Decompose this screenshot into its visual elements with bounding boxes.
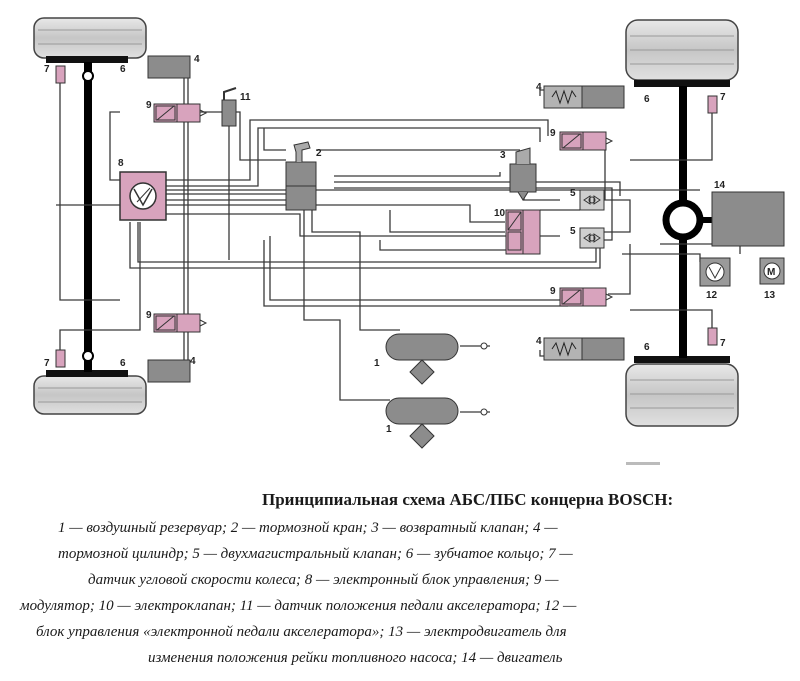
label-9-rl: 9 — [146, 310, 152, 321]
rear-left-wheel — [33, 370, 147, 415]
label-7-fl: 7 — [44, 64, 50, 75]
label-2: 2 — [316, 148, 322, 159]
caption-line-4: модулятор; 10 — электроклапан; 11 — датч… — [20, 598, 577, 614]
label-14: 14 — [714, 180, 726, 191]
air-reservoir-lower — [385, 397, 488, 449]
modulator-rear-right — [559, 287, 614, 307]
left-axle — [82, 62, 94, 372]
label-11: 11 — [240, 92, 251, 103]
air-reservoir-upper — [385, 333, 488, 385]
wheel-sensor-front-left — [55, 65, 66, 84]
label-7-rl: 7 — [44, 358, 50, 369]
caption-line-3: датчик угловой скорости колеса; 8 — элек… — [88, 572, 559, 588]
label-10: 10 — [494, 208, 506, 219]
wheel-sensor-rear-right — [707, 327, 718, 346]
rear-right-wheel — [625, 356, 739, 427]
front-left-wheel — [33, 17, 147, 63]
label-3: 3 — [500, 150, 506, 161]
label-8: 8 — [118, 158, 124, 169]
modulator-rear-left — [153, 313, 208, 333]
decorative-stripe — [626, 462, 660, 465]
brake-valve — [285, 141, 317, 211]
tone-ring-front-left — [147, 55, 191, 79]
caption-line-5: блок управления «электронной педали аксе… — [36, 624, 567, 640]
label-6-rl: 6 — [120, 358, 126, 369]
label-12: 12 — [706, 290, 718, 301]
svg-text:M: M — [767, 267, 775, 278]
label-5-upper: 5 — [570, 188, 576, 199]
label-6-fl: 6 — [120, 64, 126, 75]
wheel-sensor-rear-left — [55, 349, 66, 368]
label-7-rr: 7 — [720, 338, 726, 349]
caption-line-1: 1 — воздушный резервуар; 2 — тормозной к… — [58, 520, 558, 536]
tone-ring-rear-left — [147, 359, 191, 383]
label-9-fr: 9 — [550, 128, 556, 139]
front-right-wheel — [625, 19, 739, 87]
label-4-rr: 4 — [536, 336, 542, 347]
label-4-fl: 4 — [194, 54, 200, 65]
label-1-upper: 1 — [374, 358, 380, 369]
modulator-front-right — [559, 131, 614, 151]
label-1-lower: 1 — [386, 424, 392, 435]
solenoid-valve — [505, 209, 541, 255]
label-5-lower: 5 — [570, 226, 576, 237]
abs-system-diagram: M 7 6 4 9 11 8 2 3 9 4 6 7 5 5 10 14 12 … — [33, 17, 785, 465]
accelerator-control-unit — [699, 257, 731, 287]
accelerator-pedal-sensor — [221, 87, 237, 127]
label-6-rr: 6 — [644, 342, 650, 353]
label-4-rl: 4 — [190, 356, 196, 367]
label-9-fl: 9 — [146, 100, 152, 111]
modulator-front-left — [153, 103, 208, 123]
return-valve — [509, 147, 537, 201]
label-6-fr: 6 — [644, 94, 650, 105]
brake-cylinder-rear-right — [543, 337, 625, 361]
label-4-fr: 4 — [536, 82, 542, 93]
brake-cylinder-front-right — [543, 85, 625, 109]
fuel-rack-motor: M — [759, 257, 785, 285]
label-13: 13 — [764, 290, 776, 301]
label-9-rr: 9 — [550, 286, 556, 297]
label-7-fr: 7 — [720, 92, 726, 103]
wheel-sensor-front-right — [707, 95, 718, 114]
caption-line-2: тормозной цилиндр; 5 — двухмагистральный… — [58, 546, 573, 562]
right-axle — [662, 86, 714, 358]
diagram-caption: Принципиальная схема АБС/ПБС концерна BO… — [0, 488, 800, 678]
caption-line-6: изменения положения рейки топливного нас… — [148, 650, 563, 666]
ecu-block — [119, 171, 167, 221]
engine-block — [711, 191, 785, 247]
double-check-valve-upper — [579, 189, 605, 211]
caption-title: Принципиальная схема АБС/ПБС концерна BO… — [262, 490, 674, 509]
double-check-valve-lower — [579, 227, 605, 249]
